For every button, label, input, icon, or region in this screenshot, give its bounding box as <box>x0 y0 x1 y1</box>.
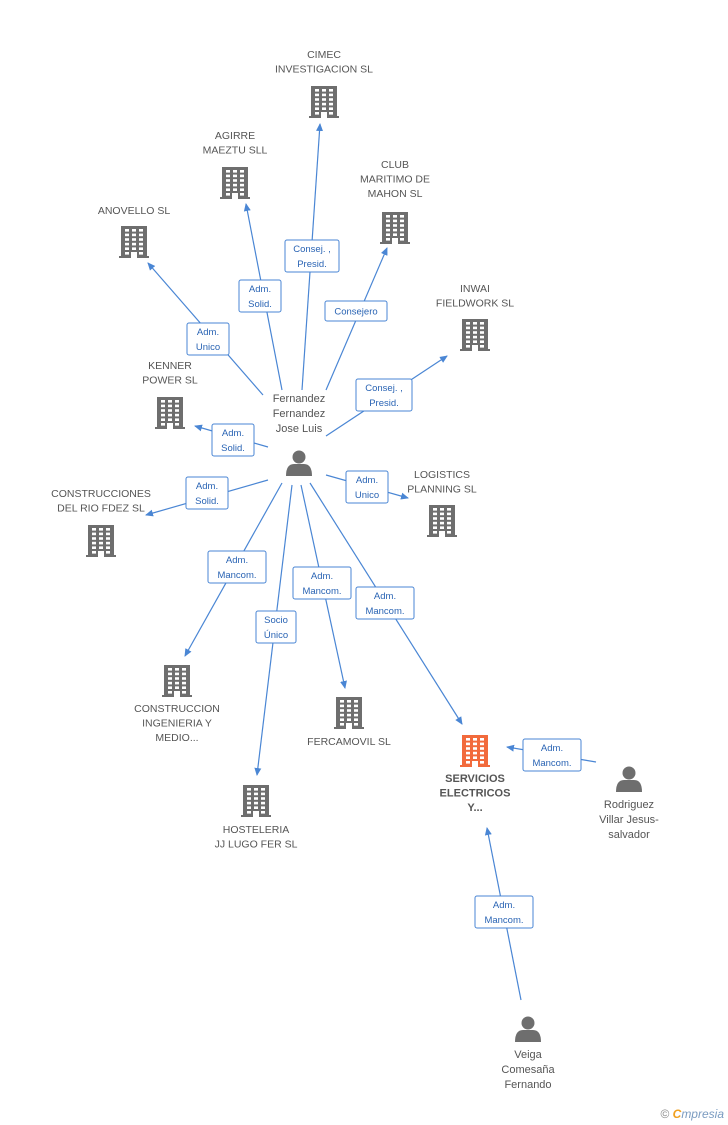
relation-label-text: Adm. <box>374 591 396 602</box>
empresia-brand: © Cmpresia <box>660 1107 724 1121</box>
relation-label-text: Solid. <box>248 299 272 310</box>
fernandez-person-icon[interactable] <box>286 450 312 477</box>
relation-label-text: Unico <box>355 490 379 501</box>
relation-label-text: Solid. <box>221 443 245 454</box>
inwai-label: FIELDWORK SL <box>436 298 514 310</box>
cimec-label: INVESTIGACION SL <box>275 64 373 76</box>
servicios-building-icon[interactable] <box>460 735 490 767</box>
relation-label-text: Adm. <box>197 327 219 338</box>
agirre-label: MAEZTU SLL <box>203 145 268 157</box>
relation-label-fernandez-to-construcciones[interactable]: Adm. Solid. <box>185 476 229 510</box>
agirre-building-icon[interactable] <box>220 167 250 199</box>
cimec-building-icon[interactable] <box>309 86 339 118</box>
relation-label-fernandez-to-fercamovil[interactable]: Adm. Mancom. <box>292 566 352 600</box>
kenner-building-icon[interactable] <box>155 397 185 429</box>
veiga-person-icon[interactable] <box>515 1016 541 1043</box>
fercamovil-label: FERCAMOVIL SL <box>307 736 391 748</box>
relation-label-text: Adm. <box>249 284 271 295</box>
servicios-label: ELECTRICOS <box>440 788 511 800</box>
veiga-label: Veiga <box>514 1049 542 1061</box>
relation-label-fernandez-to-anovello[interactable]: Adm. Unico <box>186 322 230 356</box>
relation-label-text: Socio <box>264 615 288 626</box>
relation-label-text: Mancom. <box>532 758 571 769</box>
construcciones-label: CONSTRUCCIONES <box>51 488 151 500</box>
club-label: MARITIMO DE <box>360 174 430 186</box>
relation-label-fernandez-to-cimec[interactable]: Consej. , Presid. <box>284 239 340 273</box>
club-building-icon[interactable] <box>380 212 410 244</box>
relation-label-text: Mancom. <box>217 570 256 581</box>
club-label: MAHON SL <box>368 188 423 200</box>
fernandez-label: Jose Luis <box>276 423 323 435</box>
kenner-label: KENNER <box>148 360 192 372</box>
relation-label-text: Adm. <box>541 743 563 754</box>
construcciones-building-icon[interactable] <box>86 525 116 557</box>
relation-label-fernandez-to-kenner[interactable]: Adm. Solid. <box>211 423 255 457</box>
relation-label-fernandez-to-agirre[interactable]: Adm. Solid. <box>238 279 282 313</box>
copyright-symbol: © <box>660 1107 670 1121</box>
relation-label-text: Consej. , <box>365 383 403 394</box>
construcciones-label: DEL RIO FDEZ SL <box>57 503 145 515</box>
brand-name: mpresia <box>681 1107 724 1121</box>
relation-label-text: Mancom. <box>302 586 341 597</box>
club-label: CLUB <box>381 159 409 171</box>
relation-label-fernandez-to-construccion[interactable]: Adm. Mancom. <box>207 550 267 584</box>
servicios-label: SERVICIOS <box>445 773 505 785</box>
relation-label-fernandez-to-inwai[interactable]: Consej. , Presid. <box>355 378 413 412</box>
hosteleria-label: HOSTELERIA <box>223 824 290 836</box>
relation-label-text: Solid. <box>195 496 219 507</box>
logistics-label: PLANNING SL <box>407 484 477 496</box>
relation-label-text: Presid. <box>369 398 399 409</box>
hosteleria-label: JJ LUGO FER SL <box>215 839 298 851</box>
relation-label-text: Adm. <box>196 481 218 492</box>
relation-label-text: Consejero <box>334 307 377 318</box>
brand-first-letter: C <box>672 1107 682 1121</box>
kenner-label: POWER SL <box>142 375 198 387</box>
nodes-layer: CIMEC INVESTIGACION SL AGIRRE MAEZTU SLL CLU… <box>51 49 659 1091</box>
relation-label-text: Mancom. <box>365 606 404 617</box>
construccion-label: INGENIERIA Y <box>142 718 212 730</box>
agirre-label: AGIRRE <box>215 130 255 142</box>
relation-label-text: Adm. <box>222 428 244 439</box>
relation-label-text: Consej. , <box>293 244 331 255</box>
servicios-label: Y... <box>467 802 482 814</box>
fercamovil-building-icon[interactable] <box>334 697 364 729</box>
relation-label-fernandez-to-club[interactable]: Consejero <box>324 300 388 322</box>
inwai-label: INWAI <box>460 283 490 295</box>
relation-label-rodriguez-to-servicios[interactable]: Adm. Mancom. <box>522 738 582 772</box>
relation-label-text: Adm. <box>226 555 248 566</box>
veiga-label: Comesaña <box>501 1064 555 1076</box>
relation-label-text: Presid. <box>297 259 327 270</box>
relation-label-veiga-to-servicios[interactable]: Adm. Mancom. <box>474 895 534 929</box>
relation-label-text: Adm. <box>493 900 515 911</box>
anovello-building-icon[interactable] <box>119 226 149 258</box>
construccion-label: MEDIO... <box>155 732 198 744</box>
inwai-building-icon[interactable] <box>460 319 490 351</box>
construccion-label: CONSTRUCCION <box>134 703 220 715</box>
construccion-building-icon[interactable] <box>162 665 192 697</box>
logistics-label: LOGISTICS <box>414 469 470 481</box>
fernandez-label: Fernandez <box>273 393 326 405</box>
anovello-label: ANOVELLO SL <box>98 205 171 217</box>
logistics-building-icon[interactable] <box>427 505 457 537</box>
relation-label-text: Unico <box>196 342 220 353</box>
rodriguez-label: Villar Jesus- <box>599 814 659 826</box>
rodriguez-label: salvador <box>608 829 650 841</box>
relation-label-text: Adm. <box>311 571 333 582</box>
relation-label-text: Mancom. <box>484 915 523 926</box>
relation-label-text: Adm. <box>356 475 378 486</box>
fernandez-label: Fernandez <box>273 408 326 420</box>
cimec-label: CIMEC <box>307 49 341 61</box>
veiga-label: Fernando <box>504 1079 551 1091</box>
relation-label-fernandez-to-logistics[interactable]: Adm. Unico <box>345 470 389 504</box>
rodriguez-label: Rodriguez <box>604 799 654 811</box>
rodriguez-person-icon[interactable] <box>616 766 642 793</box>
relation-labels-layer: Consej. ,Presid.Adm.Solid.ConsejeroAdm.U… <box>185 239 582 929</box>
relation-label-fernandez-to-servicios[interactable]: Adm. Mancom. <box>355 586 415 620</box>
relation-label-text: Único <box>264 630 288 641</box>
hosteleria-building-icon[interactable] <box>241 785 271 817</box>
